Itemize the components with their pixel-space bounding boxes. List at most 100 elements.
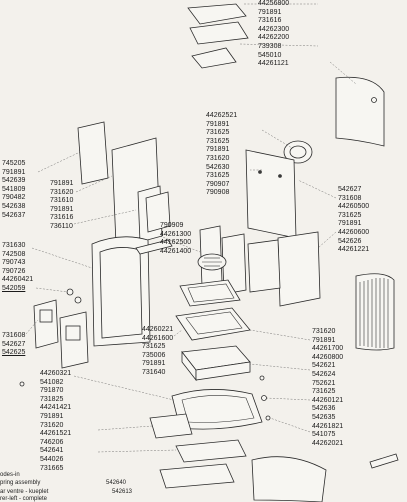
part-number: 742508 <box>2 250 26 258</box>
part-number: 731625 <box>142 343 166 351</box>
screw-part <box>371 97 377 103</box>
right-outer-ribbed-panel <box>355 273 395 351</box>
part-number: 739308 <box>258 42 282 50</box>
part-number: 44261221 <box>338 246 370 254</box>
right-upper-side-panel <box>335 76 385 147</box>
part-number: 542636 <box>312 405 336 413</box>
label-group-left-middle-b: 791891 731620 731610 791891 731616 73611… <box>50 180 73 232</box>
bottom-plate-lower <box>159 463 235 489</box>
part-number: 790909 <box>160 222 184 229</box>
part-number: 746206 <box>40 438 64 446</box>
part-number: 542638 <box>2 202 26 210</box>
ash-pan-frame-inner <box>185 311 243 335</box>
part-number: 44261400 <box>160 247 192 255</box>
part-number: 44162500 <box>160 239 192 247</box>
label-group-left-lower-a: 731630 742508 790743 790726 44260421 542… <box>2 242 33 294</box>
label-group-left-lower-b: 731608 542627 542625 <box>2 332 25 358</box>
part-number: 790907 <box>206 180 230 188</box>
part-number: 731620 <box>206 154 230 162</box>
leader-lines <box>25 3 357 453</box>
part-number: 44260800 <box>312 353 344 361</box>
part-number: 735006 <box>142 351 166 359</box>
part-number: 44260421 <box>2 276 34 284</box>
part-number: 731625 <box>206 129 230 137</box>
legend-text: pring assembly <box>0 480 41 486</box>
part-number: 791891 <box>50 180 74 187</box>
part-number: 542625 <box>2 349 26 357</box>
part-number: 44261121 <box>258 60 289 68</box>
part-number: 731630 <box>2 242 26 249</box>
ash-door-window <box>65 325 81 341</box>
firebox-side-panel <box>221 233 247 295</box>
part-number: 44261600 <box>142 334 174 342</box>
screw-part <box>261 395 267 401</box>
part-number: 44262521 <box>206 112 238 119</box>
part-number: 544026 <box>40 455 64 463</box>
part-number: 791891 <box>50 205 74 213</box>
part-number: 791891 <box>338 220 362 228</box>
part-number: 542637 <box>2 211 26 219</box>
part-number: 44261300 <box>160 230 192 238</box>
bottom-plate-left <box>149 413 193 439</box>
part-number: 791870 <box>40 387 64 395</box>
part-number: 791891 <box>206 120 230 128</box>
legend-row: rer-left - complete <box>0 496 47 502</box>
door-handle-part <box>135 239 173 255</box>
part-number: 745205 <box>2 160 26 167</box>
grate-frame-inner <box>187 283 235 303</box>
part-number: 731665 <box>40 464 64 472</box>
label-group-top-right: 44256800 791891 731616 44262300 44262200… <box>258 0 289 69</box>
part-number: 731620 <box>312 328 336 335</box>
part-number: 44256800 <box>258 0 290 7</box>
part-number: 731625 <box>206 137 230 145</box>
part-number: 44262200 <box>258 34 290 42</box>
ash-door-left <box>33 299 59 349</box>
base-plate-inner <box>181 395 255 423</box>
flue-collar-inner <box>289 145 307 159</box>
legend-row: odes-in <box>0 472 20 478</box>
screw-part <box>66 288 74 296</box>
part-number: 791891 <box>2 168 26 176</box>
part-number: 790482 <box>2 194 26 202</box>
part-number: 541075 <box>312 431 336 439</box>
part-number: 542627 <box>2 340 26 348</box>
part-number: 44261821 <box>312 422 344 430</box>
bottom-plate-center <box>175 439 247 463</box>
grate-frame <box>179 279 241 307</box>
screw-part <box>259 375 265 381</box>
part-number: 542059 <box>2 284 26 292</box>
part-number: 542626 <box>338 237 362 245</box>
part-number: 790726 <box>2 267 26 275</box>
part-number: 542621 <box>312 362 336 370</box>
legend-text: odes-in <box>0 472 20 478</box>
legend-text: ar ventre - kueplet <box>0 489 49 495</box>
part-number: 542627 <box>338 186 362 193</box>
label-group-right-middle: 542627 731608 44260500 731625 791891 442… <box>338 186 369 255</box>
top-baffle-part <box>191 47 237 69</box>
legend-row: pring assembly 542640 <box>0 480 126 486</box>
part-number: 791891 <box>258 8 282 16</box>
left-rear-panel <box>77 121 109 185</box>
part-number: 44262300 <box>258 25 290 33</box>
part-number: 791891 <box>312 336 336 344</box>
part-number: 542624 <box>312 370 336 378</box>
part-number: 44262021 <box>312 439 344 447</box>
grate-bars <box>202 257 222 267</box>
label-group-right-lower: 731620 791891 44261700 44260800 542621 5… <box>312 328 343 448</box>
screw-part <box>19 381 25 387</box>
part-number: 791891 <box>142 360 166 368</box>
right-side-panel <box>277 231 321 307</box>
part-number: 44260121 <box>312 396 344 404</box>
part-number: 731616 <box>258 17 282 25</box>
label-group-left-middle-a: 745205 791891 542639 541809 790482 54263… <box>2 160 25 220</box>
screw-part <box>258 170 262 174</box>
door-glass-part <box>99 247 143 339</box>
part-number: 731616 <box>50 214 74 222</box>
part-number: 44260500 <box>338 203 370 211</box>
right-back-frame <box>245 149 297 239</box>
screw-part <box>74 296 82 304</box>
bottom-right-curved-panel <box>251 456 327 502</box>
part-number: 44260321 <box>40 370 72 377</box>
part-number: 541082 <box>40 378 64 386</box>
